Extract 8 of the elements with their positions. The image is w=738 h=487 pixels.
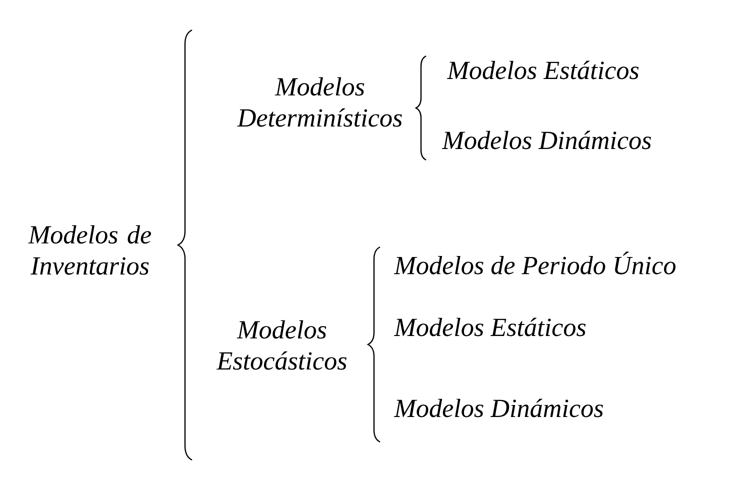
- label-text: Modelos Dinámicos: [442, 130, 651, 150]
- label-text: Modelos Estáticos: [394, 318, 586, 336]
- label-text: Modelos Dinámicos: [394, 398, 603, 418]
- label-text: Modelos Estocásticos: [216, 320, 346, 370]
- label-text: Modelos de Periodo Único: [394, 252, 676, 274]
- label-text: Modelos Determinísticos: [237, 77, 402, 127]
- label-text: Modelos Estáticos: [446, 60, 639, 80]
- label-text: Modelos de Inventarios: [28, 225, 152, 275]
